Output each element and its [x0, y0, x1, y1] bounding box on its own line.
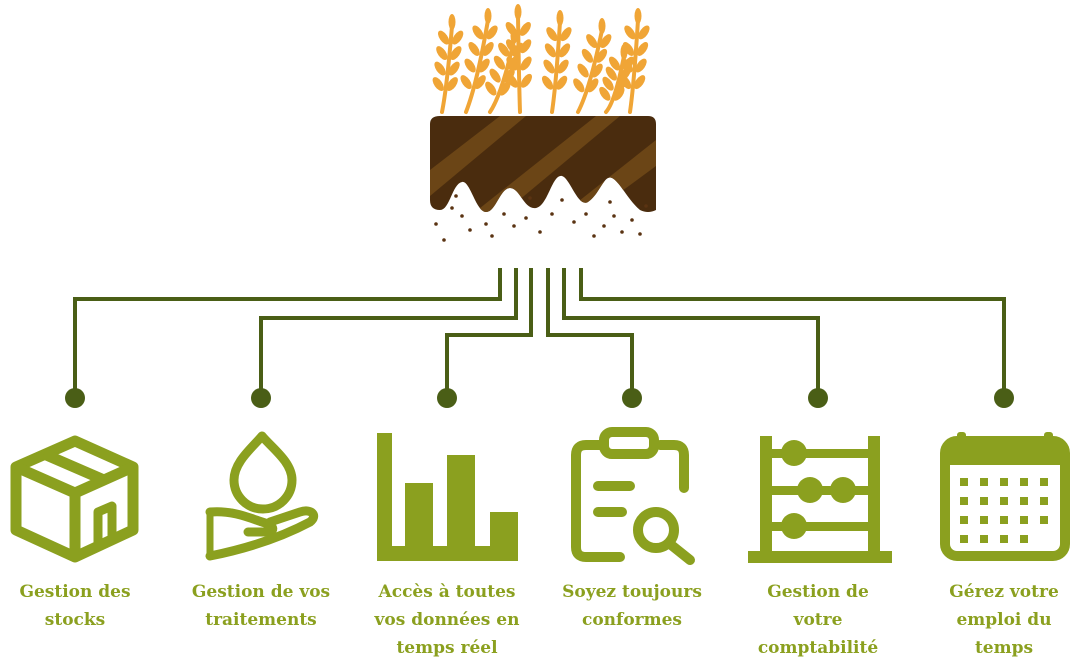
wheat-stalk: [599, 44, 635, 114]
feature-label: Gestion de vos traitements: [191, 582, 331, 630]
calendar-icon: [940, 432, 1070, 561]
clipboard-search-icon: [571, 427, 695, 565]
connector-node-5: [808, 388, 828, 408]
wheat-stalk: [505, 4, 532, 114]
connector-3: [445, 268, 533, 398]
wheat-stalk: [541, 10, 572, 114]
feature-stocks: Gestion des stocks: [0, 578, 155, 634]
soil-dots: [434, 194, 648, 242]
connector-4: [546, 268, 634, 398]
feature-treatments: Gestion de vos traitements: [181, 578, 341, 634]
wheat-stalk: [432, 14, 464, 114]
connector-nodes: [65, 388, 1014, 408]
connector-node-4: [622, 388, 642, 408]
feature-realtime-data: Accès à toutes vos données en temps réel: [367, 578, 527, 662]
connector-lines: [73, 268, 1006, 398]
feature-schedule: Gérez votre emploi du temps: [924, 578, 1080, 662]
feature-label: Accès à toutes vos données en temps réel: [374, 582, 520, 658]
hand-droplet-icon: [205, 431, 319, 561]
wheat-stalk: [573, 18, 612, 114]
feature-label: Gestion des stocks: [19, 582, 131, 630]
connector-node-6: [994, 388, 1014, 408]
connector-2: [259, 268, 518, 398]
wheat-field-soil-icon: [430, 4, 656, 242]
feature-label: Soyez toujours conformes: [562, 582, 702, 630]
connector-node-1: [65, 388, 85, 408]
feature-compliance: Soyez toujours conformes: [552, 578, 712, 634]
connector-node-3: [437, 388, 457, 408]
connector-node-2: [251, 388, 271, 408]
box-icon: [10, 435, 139, 563]
feature-label: Gérez votre emploi du temps: [949, 582, 1059, 658]
feature-label: Gestion de votre comptabilité: [757, 582, 879, 658]
connector-6: [579, 268, 1006, 398]
connector-1: [73, 268, 502, 398]
connector-5: [562, 268, 820, 398]
bar-chart-icon: [377, 433, 518, 561]
wheat-stalk: [619, 8, 650, 114]
feature-accounting: Gestion de votre comptabilité: [738, 578, 898, 662]
abacus-icon: [748, 436, 892, 563]
wheat-stalk: [460, 8, 498, 114]
